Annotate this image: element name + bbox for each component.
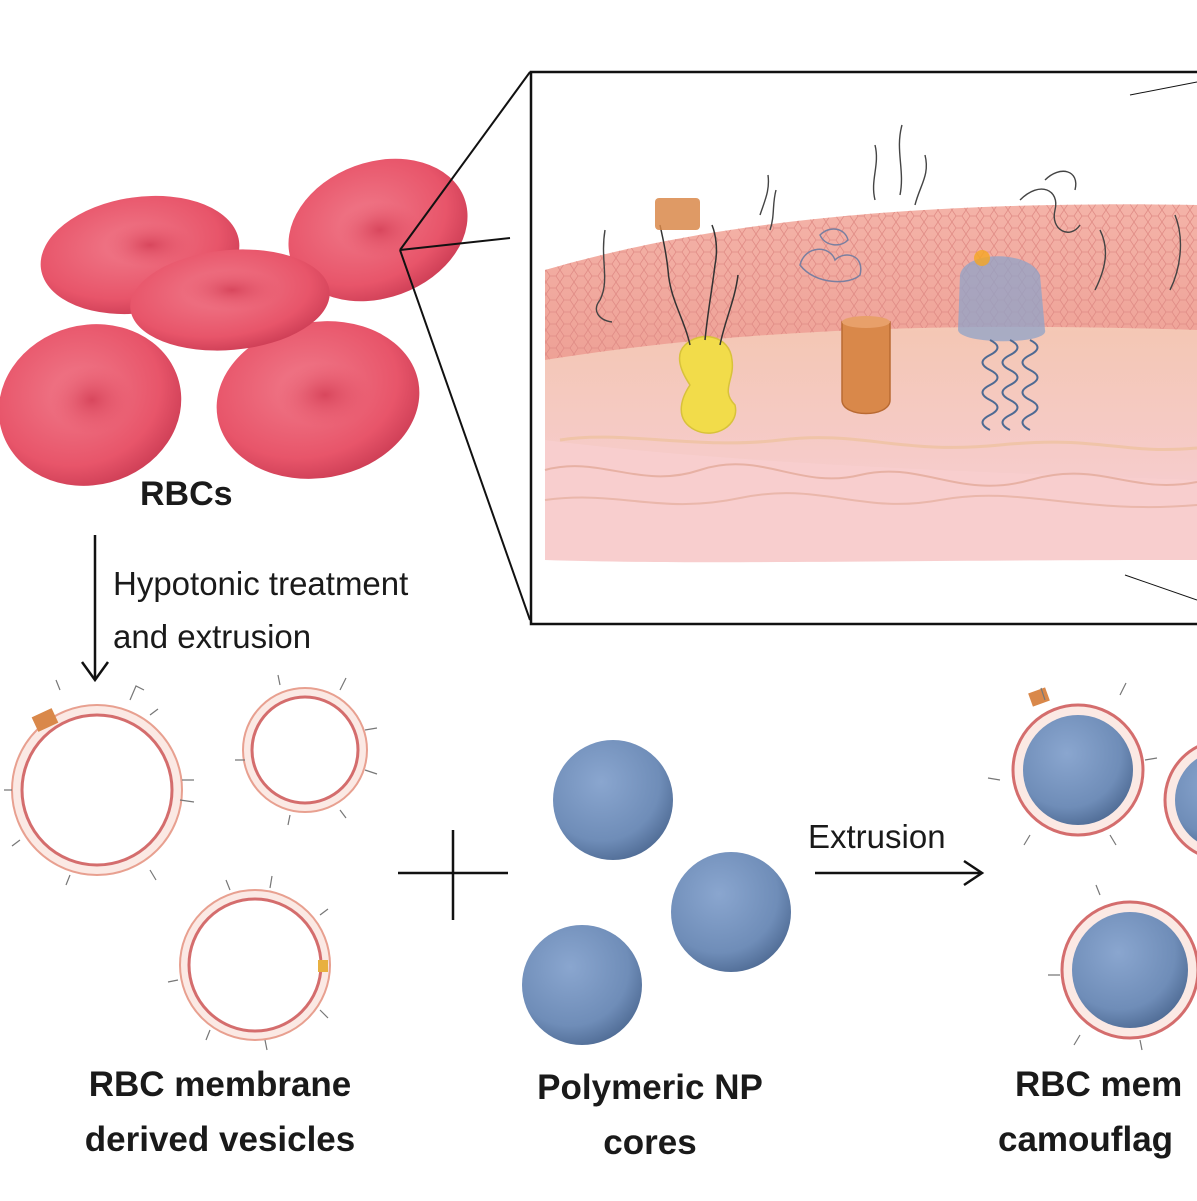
zoom-callout-lines	[399, 70, 1197, 626]
membrane-vesicle-icon	[167, 875, 331, 1051]
product-label-line2: camouflag	[998, 1120, 1174, 1159]
vesicle-group	[4, 674, 378, 1051]
membrane-protein-blue-helix	[958, 250, 1046, 431]
rbc-cell-icon	[288, 158, 468, 302]
membrane-protein-orange-channel	[841, 321, 891, 415]
vesicles-label-line2: derived vesicles	[84, 1120, 356, 1159]
membrane-vesicle-icon	[4, 679, 195, 886]
rbcs-label: RBCs	[140, 475, 233, 513]
membrane-protein-yellow	[678, 335, 737, 434]
cores-label-line1: Polymeric NP	[537, 1068, 763, 1107]
vesicles-label-line1: RBC membrane	[88, 1065, 352, 1104]
rbc-cell-icon	[130, 249, 330, 351]
membrane-vesicle-icon	[235, 674, 378, 826]
membrane-cross-section	[544, 124, 1197, 563]
product-label-line1: RBC mem	[1015, 1065, 1183, 1104]
rbc-cluster	[0, 158, 468, 486]
nanoparticle-core-icon	[553, 740, 673, 860]
camouflaged-np-group	[987, 682, 1197, 1051]
surface-blobs	[799, 228, 862, 283]
glycan-chains	[659, 224, 739, 346]
cores-label-line2: cores	[603, 1123, 697, 1162]
nanoparticle-core-icon	[522, 925, 642, 1045]
rbc-cell-icon	[0, 324, 182, 486]
camouflaged-np-icon	[1163, 745, 1197, 855]
nanoparticle-core-icon	[671, 852, 791, 972]
membrane-protein-orange-top	[655, 198, 700, 230]
camouflaged-np-icon	[987, 682, 1158, 846]
rbc-cell-icon	[216, 321, 420, 479]
np-core-group	[522, 740, 791, 1045]
arrow-icon	[80, 535, 110, 683]
step2-label: Extrusion	[808, 818, 946, 855]
step1-label-line1: Hypotonic treatment	[113, 565, 409, 602]
step1-label-line2: and extrusion	[113, 618, 312, 655]
arrow-icon	[815, 859, 985, 887]
plus-icon	[398, 830, 508, 920]
surface-glycans	[595, 124, 1182, 323]
camouflaged-np-icon	[1048, 884, 1197, 1051]
